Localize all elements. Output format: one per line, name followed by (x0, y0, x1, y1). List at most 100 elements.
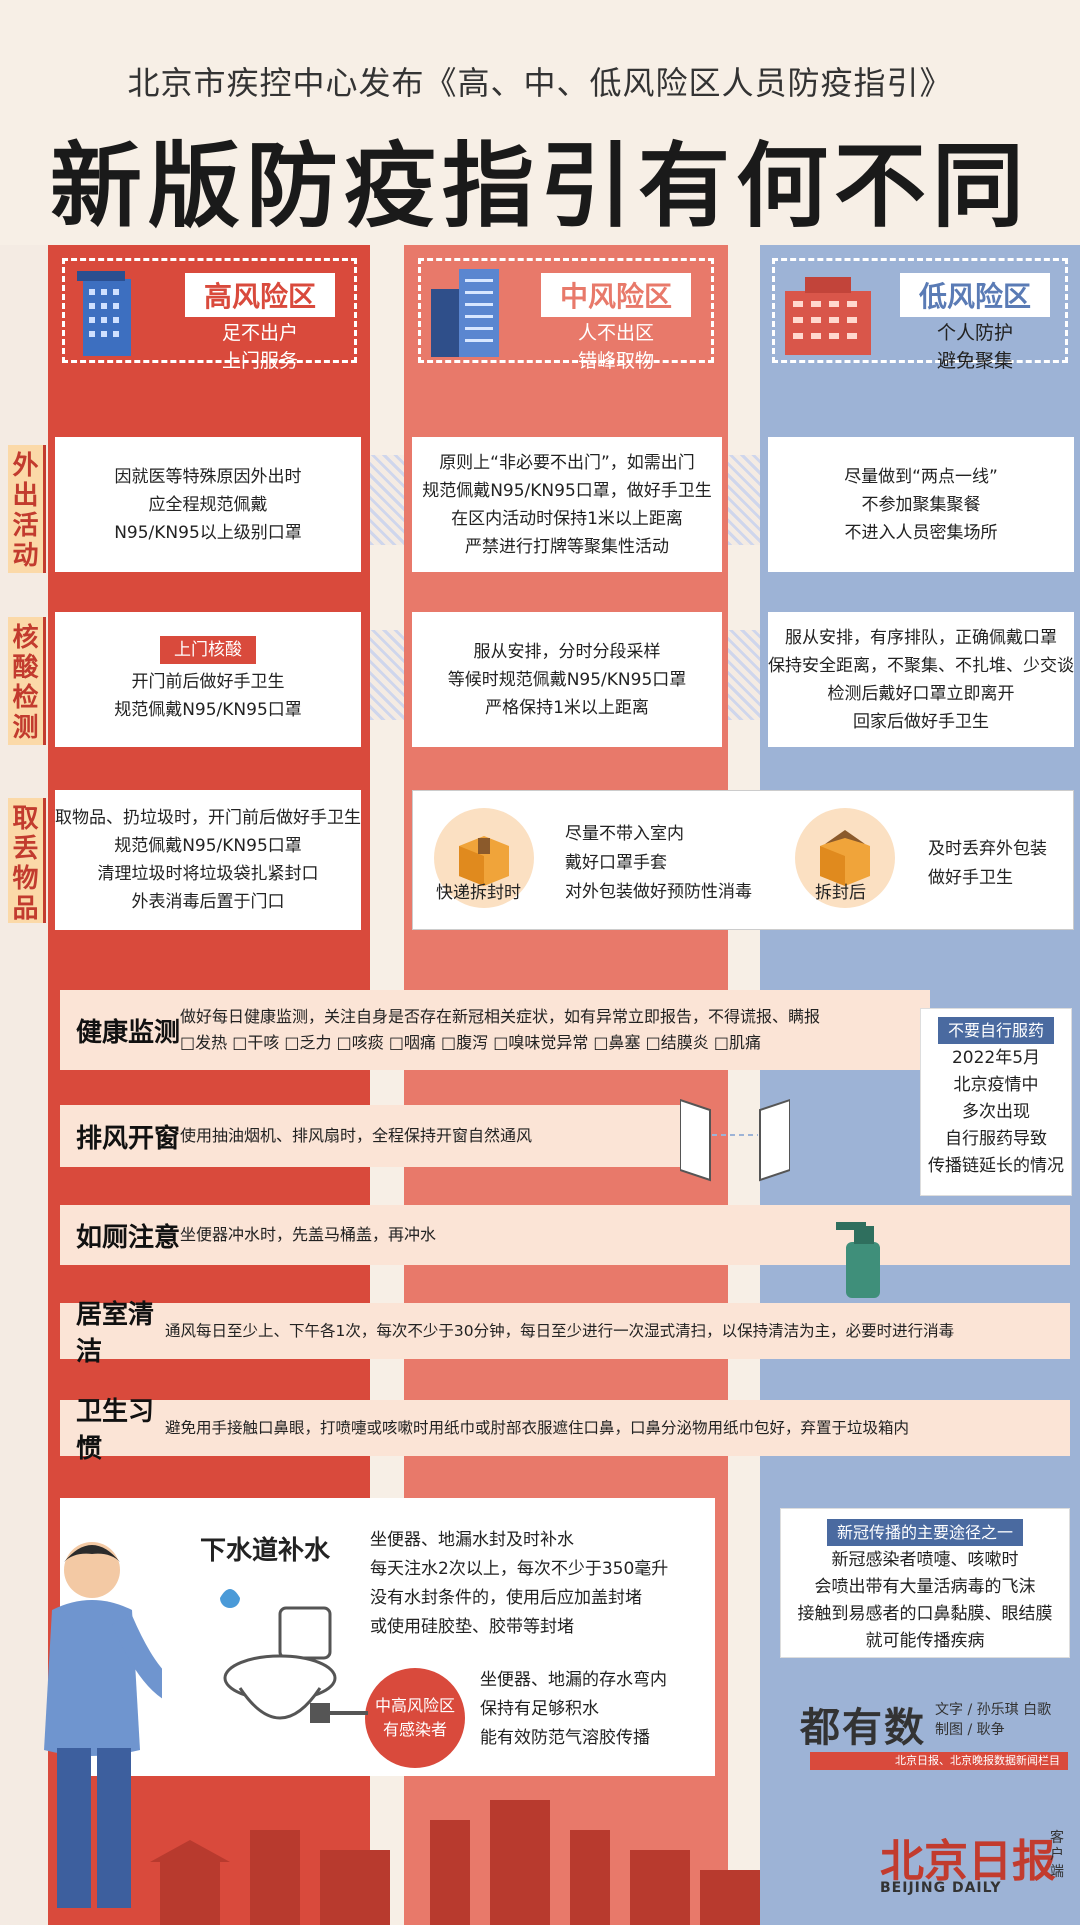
mid-zone-line2: 错峰取物 (577, 350, 654, 372)
text-line: 开门前后做好手卫生 (131, 671, 285, 692)
text-line: 接触到易感者的口鼻黏膜、眼结膜 (797, 1604, 1053, 1624)
high-zone-name: 高风险区 (185, 273, 335, 317)
band-health-monitoring: 健康监测 做好每日健康监测，关注自身是否存在新冠相关症状，如有异常立即报告，不得… (60, 990, 930, 1070)
delivery-list: 尽量不带入室内 戴好口罩手套 对外包装做好预防性消毒 (565, 820, 765, 907)
package-icon (434, 808, 534, 908)
text-line: 严格保持1米以上距离 (485, 697, 649, 718)
text-line: 每天注水2次以上，每次不少于350毫升 (370, 1559, 669, 1579)
text-line: 自行服药导致 (945, 1129, 1047, 1149)
low-zone-line1: 个人防护 (936, 322, 1013, 344)
text-line: 戴好口罩手套 (565, 853, 667, 873)
text-line: N95/KN95以上级别口罩 (114, 522, 302, 543)
hatch (370, 630, 404, 720)
outing-high-box: 因就医等特殊原因外出时 应全程规范佩戴 N95/KN95以上级别口罩 (55, 437, 361, 572)
building-icon (77, 271, 131, 356)
text-line: 或使用硅胶垫、胶带等封堵 (370, 1617, 574, 1637)
drain-title: 下水道补水 (200, 1536, 331, 1566)
text-line: 多次出现 (962, 1102, 1030, 1122)
risk-circle: 中高风险区 有感染者 (365, 1668, 465, 1768)
text-line: 中高风险区 (374, 1696, 455, 1715)
text-line: 保持有足够积水 (480, 1699, 599, 1719)
band-label: 居室清洁 (76, 1300, 155, 1367)
text-line: 清理垃圾时将垃圾袋扎紧封口 (97, 864, 319, 884)
text-line: 尽量做到“两点一线” (844, 466, 998, 487)
beijing-daily-logo: 北京日报 (880, 1836, 1056, 1887)
text-line: 及时丢弃外包装 (928, 839, 1047, 859)
text-line: 规范佩戴N95/KN95口罩 (114, 836, 302, 856)
text-line: 能有效防范气溶胶传播 (480, 1728, 650, 1748)
band-text: 做好每日健康监测，关注自身是否存在新冠相关症状，如有异常立即报告，不得谎报、瞒报 (180, 1007, 821, 1026)
text-line: 传播链延长的情况 (928, 1156, 1064, 1176)
band-label: 卫生习惯 (76, 1397, 155, 1464)
text-line: 尽量不带入室内 (565, 824, 684, 844)
drain-box: 下水道补水 坐便器、地漏水封及时补水 每天注水2次以上，每次不少于350毫升 没… (60, 1498, 715, 1776)
hatch (728, 630, 760, 720)
band-text: 避免用手接触口鼻眼，打喷嚏或咳嗽时用纸巾或肘部衣服遮住口鼻，口鼻分泌物用纸巾包好… (165, 1419, 910, 1437)
outing-mid-box: 原则上“非必要不出门”，如需出门 规范佩戴N95/KN95口罩，做好手卫生 在区… (412, 437, 722, 572)
text-line: 不进入人员密集场所 (844, 522, 998, 543)
text-line: 在区内活动时保持1米以上距离 (451, 508, 683, 529)
transmission-note: 新冠传播的主要途径之一 新冠感染者喷嚏、咳嗽时 会喷出带有大量活病毒的飞沫 接触… (780, 1508, 1070, 1658)
skyline-illustration (150, 1800, 760, 1925)
band-cleaning: 居室清洁 通风每日至少上、下午各1次，每次不少于30分钟，每日至少进行一次湿式清… (60, 1300, 1070, 1367)
text-line: 做好手卫生 (928, 868, 1013, 888)
high-zone-header: 高风险区 足不出户上门服务 (62, 258, 357, 372)
band-text: 通风每日至少上、下午各1次，每次不少于30分钟，每日至少进行一次湿式清扫，以保持… (165, 1322, 955, 1340)
high-zone-line2: 上门服务 (221, 350, 298, 372)
band-text: 坐便器冲水时，先盖马桶盖，再冲水 (180, 1225, 437, 1244)
text-line: 对外包装做好预防性消毒 (565, 882, 752, 902)
text-line: 就可能传播疾病 (865, 1631, 985, 1651)
beijing-daily-side: 客户端 (1050, 1830, 1064, 1880)
drain-list: 坐便器、地漏水封及时补水 每天注水2次以上，每次不少于350毫升 没有水封条件的… (370, 1526, 668, 1642)
band-label: 排风开窗 (76, 1123, 181, 1154)
text-line: 等候时规范佩戴N95/KN95口罩 (447, 669, 687, 690)
mid-zone-header: 中风险区 人不出区错峰取物 (418, 258, 714, 372)
delivery-label: 快递拆封时 (436, 883, 521, 903)
text-line: 有感染者 (382, 1720, 447, 1739)
after-label: 拆封后 (815, 883, 866, 903)
pickup-high-box: 取物品、扔垃圾时，开门前后做好手卫生 规范佩戴N95/KN95口罩 清理垃圾时将… (55, 790, 361, 930)
opened-package-icon (795, 808, 895, 908)
outing-low-box: 尽量做到“两点一线” 不参加聚集聚餐 不进入人员密集场所 (768, 437, 1074, 572)
band-label: 如厕注意 (76, 1222, 181, 1253)
mid-zone-line1: 人不出区 (577, 322, 654, 344)
high-zone-line1: 足不出户 (221, 322, 298, 344)
building-icon (431, 269, 499, 357)
text-line: 外表消毒后置于门口 (131, 892, 285, 912)
drain-circle-list: 坐便器、地漏的存水弯内 保持有足够积水 能有效防范气溶胶传播 (480, 1666, 667, 1753)
test-high-box: 上门核酸 开门前后做好手卫生 规范佩戴N95/KN95口罩 (55, 612, 361, 747)
text-line: 服从安排，有序排队，正确佩戴口罩 (785, 627, 1057, 648)
text-line: 北京疫情中 (953, 1075, 1039, 1095)
text-line: 取物品、扔垃圾时，开门前后做好手卫生 (55, 808, 361, 828)
text-line: 因就医等特殊原因外出时 (114, 466, 302, 487)
window-icon (680, 1098, 790, 1182)
band-hygiene: 卫生习惯 避免用手接触口鼻眼，打喷嚏或咳嗽时用纸巾或肘部衣服遮住口鼻，口鼻分泌物… (60, 1397, 1070, 1464)
hatch (370, 455, 404, 545)
credits-text: 文字 / 孙乐琪 白歌 制图 / 耿争 (935, 1700, 1051, 1740)
transmission-tag: 新冠传播的主要途径之一 (826, 1519, 1023, 1546)
test-low-box: 服从安排，有序排队，正确佩戴口罩 保持安全距离，不聚集、不扎堆、少交谈 检测后戴… (768, 612, 1074, 747)
text-line: 规范佩戴N95/KN95口罩 (114, 699, 302, 720)
text-line: 文字 / 孙乐琪 白歌 (935, 1702, 1052, 1718)
symptom-checklist: □发热 □干咳 □乏力 □咳痰 □咽痛 □腹泻 □嗅味觉异常 □鼻塞 □结膜炎 … (180, 1033, 761, 1052)
brand-logo: 都有数 (800, 1705, 926, 1751)
toilet-icon (220, 1589, 368, 1723)
spray-bottle-icon (836, 1222, 880, 1298)
text-line: 检测后戴好口罩立即离开 (827, 683, 1015, 704)
beijing-daily-en: BEIJING DAILY (880, 1880, 1002, 1896)
hatch (728, 455, 760, 545)
home-test-tag: 上门核酸 (160, 635, 256, 664)
low-zone-name: 低风险区 (900, 273, 1050, 317)
text-line: 应全程规范佩戴 (148, 494, 268, 515)
page-title: 新版防疫指引有何不同 (49, 133, 1030, 240)
medicine-note-tag: 不要自行服药 (937, 1017, 1054, 1044)
text-line: 回家后做好手卫生 (853, 711, 989, 732)
band-toilet: 如厕注意 坐便器冲水时，先盖马桶盖，再冲水 (60, 1205, 1070, 1265)
after-list: 及时丢弃外包装 做好手卫生 (928, 835, 1068, 893)
building-icon (785, 277, 871, 355)
text-line: 不参加聚集聚餐 (861, 494, 981, 515)
test-mid-box: 服从安排，分时分段采样 等候时规范佩戴N95/KN95口罩 严格保持1米以上距离 (412, 612, 722, 747)
low-zone-line2: 避免聚集 (936, 350, 1013, 372)
text-line: 服从安排，分时分段采样 (473, 641, 661, 662)
row-label-test: 核酸检测 (8, 617, 46, 745)
